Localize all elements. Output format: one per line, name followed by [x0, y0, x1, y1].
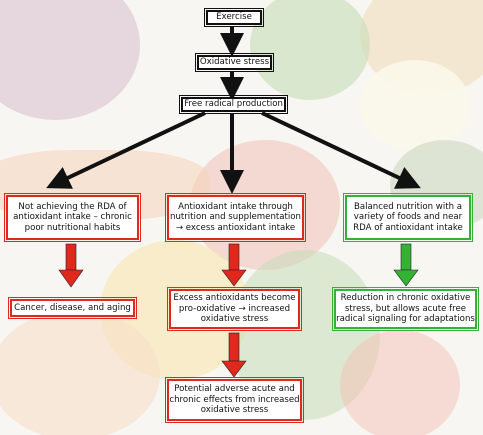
squash-shape	[0, 310, 160, 435]
cauliflower-shape	[360, 60, 470, 150]
node-reduction: Reduction in chronic oxidative stress, b…	[332, 287, 479, 331]
node-not-achieving-rda-text: Not achieving the RDA of antioxidant int…	[13, 201, 132, 233]
node-reduction-text: Reduction in chronic oxidative stress, b…	[336, 293, 475, 325]
arrow-radical-to-left	[46, 111, 206, 189]
node-balanced-nutrition-text: Balanced nutrition with a variety of foo…	[353, 201, 463, 233]
node-excess-antioxidants-text: Excess antioxidants become pro-oxidative…	[173, 293, 296, 325]
node-cancer: Cancer, disease, and aging	[8, 297, 137, 319]
green-arrow-right	[393, 243, 419, 287]
node-adverse-effects-text: Potential adverse acute and chronic effe…	[169, 384, 300, 416]
node-adverse-effects: Potential adverse acute and chronic effe…	[165, 377, 304, 423]
node-excess-antioxidants: Excess antioxidants become pro-oxidative…	[167, 287, 302, 331]
red-arrow-middle-1	[221, 243, 247, 287]
node-oxidative-stress: Oxidative stress	[195, 53, 274, 72]
red-arrow-middle-2	[221, 332, 247, 378]
red-arrow-left	[58, 243, 84, 288]
broccoli-shape	[250, 0, 370, 100]
red-tomato-shape	[340, 330, 460, 435]
node-oxidative-stress-text: Oxidative stress	[199, 57, 270, 68]
node-free-radical-text: Free radical production	[184, 99, 283, 110]
node-antioxidant-intake: Antioxidant intake through nutrition and…	[165, 193, 306, 242]
node-balanced-nutrition: Balanced nutrition with a variety of foo…	[343, 193, 473, 242]
node-not-achieving-rda: Not achieving the RDA of antioxidant int…	[4, 193, 141, 242]
node-exercise: Exercise	[204, 8, 264, 27]
node-antioxidant-intake-text: Antioxidant intake through nutrition and…	[170, 201, 301, 233]
arrow-radical-to-right	[261, 111, 421, 189]
node-exercise-text: Exercise	[216, 12, 252, 23]
node-free-radical: Free radical production	[179, 95, 288, 114]
node-cancer-text: Cancer, disease, and aging	[14, 302, 131, 313]
